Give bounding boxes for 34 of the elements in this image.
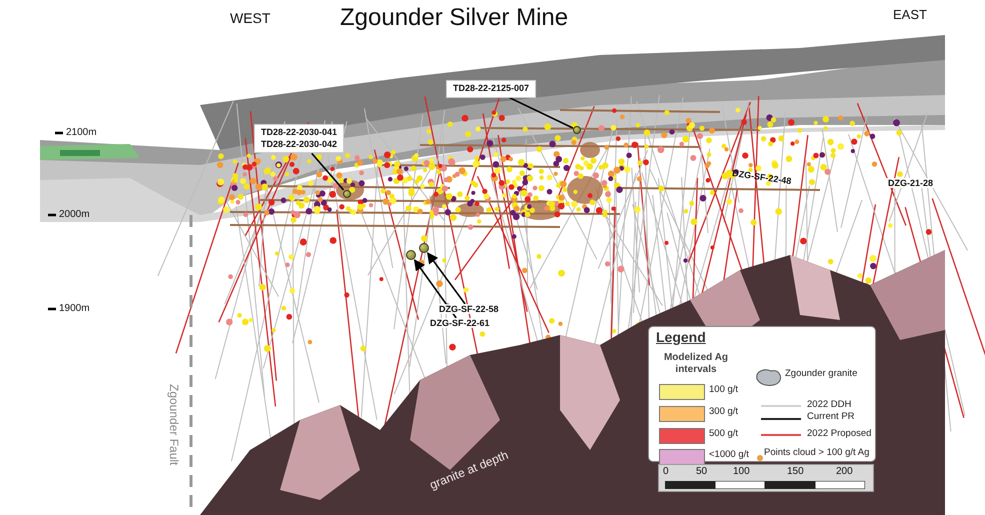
scale-number: 200 <box>836 466 853 478</box>
leader-line <box>311 152 344 191</box>
drillhole-callout: TD28-22-2125-007 <box>446 80 536 98</box>
drillhole-label: DZG-SF-22-58 <box>437 304 501 314</box>
legend-text: 300 g/t <box>709 406 738 417</box>
scale-number: 0 <box>663 466 669 478</box>
diagram-title: Zgounder Silver Mine <box>340 4 568 32</box>
legend-text: <1000 g/t <box>709 449 749 460</box>
scale-number: 100 <box>733 466 750 478</box>
leader-line <box>427 252 466 304</box>
map-label: Zgounder Fault <box>166 384 180 466</box>
map-label: DZG-SF-22-48 <box>732 168 792 187</box>
legend-text: 100 g/t <box>709 384 738 395</box>
map-label: WEST <box>230 10 270 26</box>
legend-text: Points cloud > 100 g/t Ag <box>764 447 870 458</box>
legend-text: Current PR <box>807 411 855 422</box>
drillhole-label: DZG-SF-22-61 <box>428 318 492 328</box>
scale-number: 50 <box>696 466 708 478</box>
drill-intercept-marker <box>406 250 416 260</box>
map-label: Modelized Ag intervals <box>662 352 730 375</box>
leader-line <box>509 96 574 129</box>
drill-intercept-marker <box>419 243 429 253</box>
map-label: DZG-21-28 <box>886 178 936 188</box>
map-label: 2100m <box>66 127 97 138</box>
scale-number: 150 <box>787 466 804 478</box>
map-label: EAST <box>893 8 927 23</box>
legend-text: Zgounder granite <box>785 368 858 379</box>
legend-text: 500 g/t <box>709 428 738 439</box>
map-label: 1900m <box>59 303 90 314</box>
legend-text: 2022 Proposed <box>807 428 872 439</box>
map-label: Legend <box>656 329 706 346</box>
map-label: 2000m <box>59 209 90 220</box>
drillhole-callout: TD28-22-2030-041 TD28-22-2030-042 <box>254 124 344 154</box>
legend-text: 2022 DDH <box>807 399 852 410</box>
